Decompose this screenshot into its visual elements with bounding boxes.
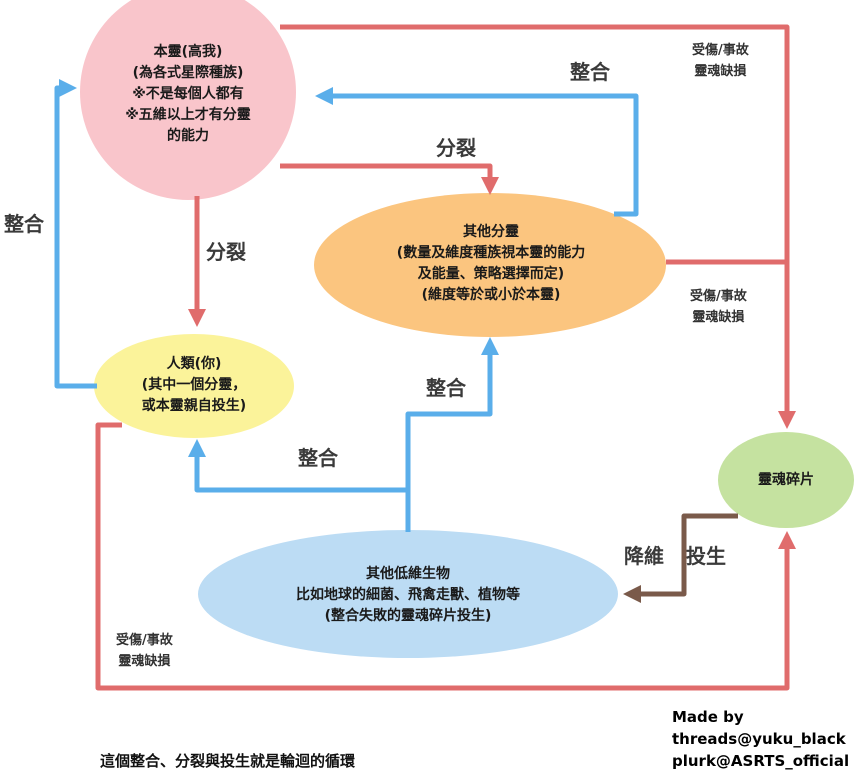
higher-self-note-3: 的能力 <box>167 127 209 144</box>
split-label-left: 分裂 <box>206 240 246 264</box>
human-text: 人類(你) (其中一個分靈， 或本靈親自投生) <box>104 352 284 418</box>
higher-self-text: 本靈(高我) (為各式星際種族) ※不是每個人都有 ※五維以上才有分靈 的能力 <box>88 36 288 152</box>
integrate-label-top: 整合 <box>570 60 610 84</box>
integrate-label-middle: 整合 <box>426 376 466 400</box>
split-label-top: 分裂 <box>436 136 476 160</box>
split-arrow-higher-to-other <box>280 163 499 195</box>
other-splits-line-3: (維度等於或小於本靈) <box>421 287 561 303</box>
injury-label-line-1: 受傷/事故 <box>692 43 749 58</box>
integrate-label-left: 整合 <box>4 212 44 236</box>
other-splits-line-2: 及能量、策略選擇而定) <box>417 266 565 282</box>
integrate-label-bottom: 整合 <box>298 446 338 470</box>
other-splits-line-1: (數量及維度種族視本靈的能力 <box>396 245 586 261</box>
integrate-arrow-lower-to-human <box>188 439 408 493</box>
descend-arrow-fragment-to-lower <box>623 513 738 603</box>
higher-self-line: (為各式星際種族) <box>132 64 244 81</box>
other-splits-text: 其他分靈 (數量及維度種族視本靈的能力 及能量、策略選擇而定) (維度等於或小於… <box>336 216 646 312</box>
human-line-1: (其中一個分靈， <box>141 376 247 393</box>
injury-label-line-1: 受傷/事故 <box>690 289 747 304</box>
other-splits-title: 其他分靈 <box>463 224 519 240</box>
lower-beings-text: 其他低維生物 比如地球的細菌、飛禽走獸、植物等 (整合失敗的靈魂碎片投生) <box>228 560 588 630</box>
higher-self-note-1: ※不是每個人都有 <box>132 85 244 102</box>
injury-label-line-2: 靈魂缺損 <box>694 64 747 79</box>
soul-fragment-title: 靈魂碎片 <box>758 471 814 488</box>
injury-label-line-2: 靈魂缺損 <box>118 654 171 669</box>
injury-label-middle-right: 受傷/事故 靈魂缺損 <box>690 286 747 328</box>
human-line-2: 或本靈親自投生) <box>141 397 247 414</box>
integrate-arrow-other-to-higher <box>315 87 639 217</box>
human-ellipse <box>94 334 294 438</box>
human-title: 人類(你) <box>166 355 222 372</box>
injury-arrow-higher-to-fragment <box>280 24 796 429</box>
lower-beings-line-1: 比如地球的細菌、飛禽走獸、植物等 <box>296 586 520 603</box>
credit-line-3: plurk@ASRTS_official <box>672 752 850 770</box>
injury-label-line-1: 受傷/事故 <box>116 633 173 648</box>
credit-line-1: Made by <box>672 708 744 726</box>
higher-self-title: 本靈(高我) <box>153 43 223 60</box>
lower-beings-ellipse <box>198 530 618 658</box>
injury-label-top-right: 受傷/事故 靈魂缺損 <box>692 40 749 82</box>
integrate-arrow-human-to-higher <box>54 79 97 389</box>
soul-fragment-text: 靈魂碎片 <box>736 468 836 492</box>
descend-label: 降維 <box>624 544 664 568</box>
injury-label-line-2: 靈魂缺損 <box>692 310 745 325</box>
lower-beings-title: 其他低維生物 <box>366 565 450 582</box>
credit-line-2: threads@yuku_black <box>672 730 846 748</box>
injury-arrow-human-to-fragment <box>95 422 796 691</box>
integrate-arrow-lower-to-other <box>405 337 499 532</box>
credit-block: Made by threads@yuku_black plurk@ASRTS_o… <box>672 706 849 772</box>
footer-caption: 這個整合、分裂與投生就是輪迴的循環 <box>100 752 356 770</box>
injury-label-bottom-left: 受傷/事故 靈魂缺損 <box>116 630 173 672</box>
other-splits-ellipse <box>314 193 666 337</box>
lower-beings-line-2: (整合失敗的靈魂碎片投生) <box>324 607 492 624</box>
soul-fragment-ellipse <box>718 432 854 528</box>
higher-self-circle <box>80 0 296 200</box>
higher-self-note-2: ※五維以上才有分靈 <box>125 106 251 123</box>
incarnate-label: 投生 <box>686 544 726 568</box>
